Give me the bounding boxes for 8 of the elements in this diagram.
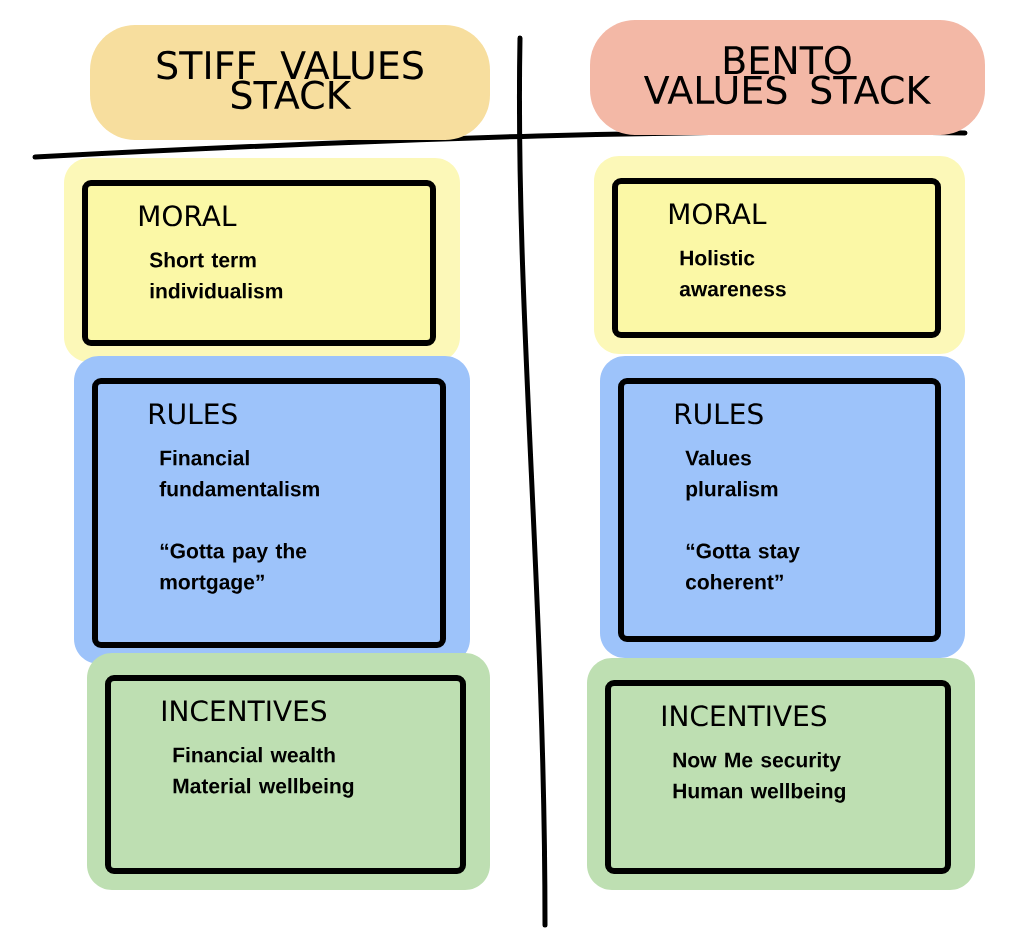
rules-box: RULES Financial fundamentalism “Gotta pay the mortgage” [74,356,470,664]
incentives-box: INCENTIVES Now Me security Human wellbeing [587,658,975,890]
moral-box: MORAL Short term individualism [64,158,460,362]
moral-box: MORAL Holistic awareness [594,156,965,354]
rules-box: RULES Values pluralism “Gotta stay coherent” [600,356,965,658]
heading-blob: STIFF VALUES STACK [90,25,490,140]
incentives-box: INCENTIVES Financial wealth Material wellbeing [87,653,490,890]
heading-blob: BENTO VALUES STACK [590,20,985,135]
